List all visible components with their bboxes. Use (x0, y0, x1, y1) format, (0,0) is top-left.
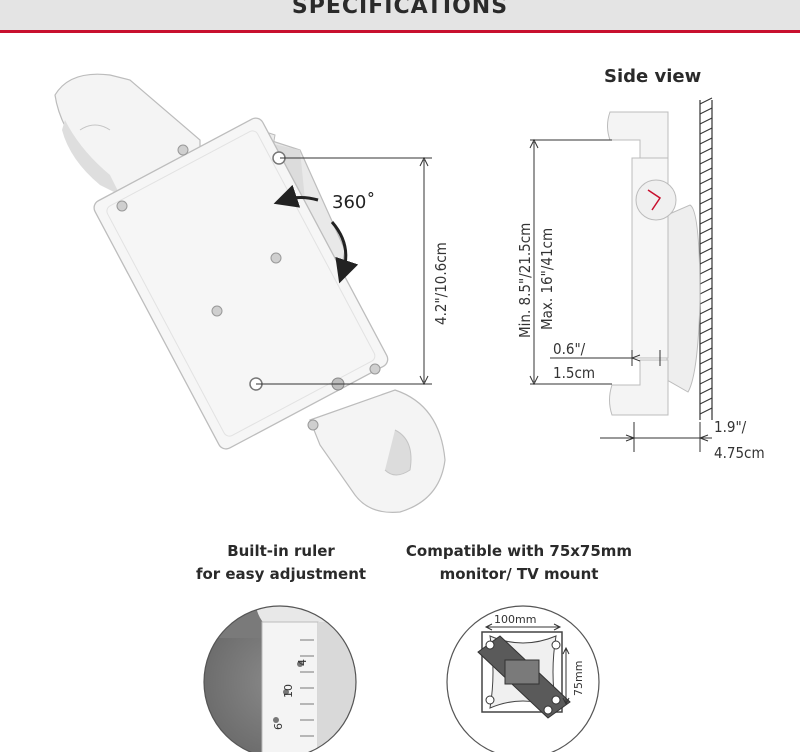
ruler-caption-line1: Built-in ruler (227, 542, 335, 560)
ruler-tick-2: 10 (282, 684, 295, 698)
wall-depth-bottom-label: 4.75cm (714, 444, 765, 462)
range-min-label: Min. 8.5"/21.5cm (516, 223, 534, 338)
side-view-title: Side view (604, 66, 702, 87)
wall-hatch (699, 97, 713, 420)
hole-spacing-dimension: 4.2"/10.6cm (256, 156, 450, 386)
range-max-label: Max. 16"/41cm (538, 228, 556, 330)
vesa-caption-line2: monitor/ TV mount (439, 565, 599, 583)
ruler-tick-3: 6 (272, 723, 285, 730)
vesa-height-label: 75mm (572, 661, 585, 696)
ruler-tick-1: 4 (296, 659, 309, 666)
rotation-arrow: 360˚ (273, 184, 375, 284)
product-main-view (54, 73, 446, 513)
page-title: SPECIFICATIONS (291, 0, 509, 19)
header-bar: SPECIFICATIONS (0, 0, 800, 33)
wall-depth-top-label: 1.9"/ (714, 418, 747, 436)
vesa-caption-line1: Compatible with 75x75mm (405, 542, 633, 560)
ruler-feature-caption: Built-in ruler for easy adjustment (186, 540, 376, 586)
vesa-diagram: 100mm 75mm (446, 605, 600, 752)
rotation-label: 360˚ (332, 192, 375, 213)
lower-arm (309, 389, 446, 513)
side-view-drawing: Min. 8.5"/21.5cm Max. 16"/41cm 0.6"/ 1.5… (516, 97, 765, 462)
lip-depth-bottom-label: 1.5cm (553, 364, 595, 382)
ruler-caption-line2: for easy adjustment (195, 565, 367, 583)
hole-spacing-label: 4.2"/10.6cm (432, 242, 450, 325)
ruler-closeup: 4 10 6 (203, 605, 357, 752)
vesa-width-label: 100mm (494, 613, 536, 626)
main-body (93, 117, 389, 450)
vesa-feature-caption: Compatible with 75x75mm monitor/ TV moun… (394, 540, 644, 586)
lip-depth-top-label: 0.6"/ (553, 340, 586, 358)
